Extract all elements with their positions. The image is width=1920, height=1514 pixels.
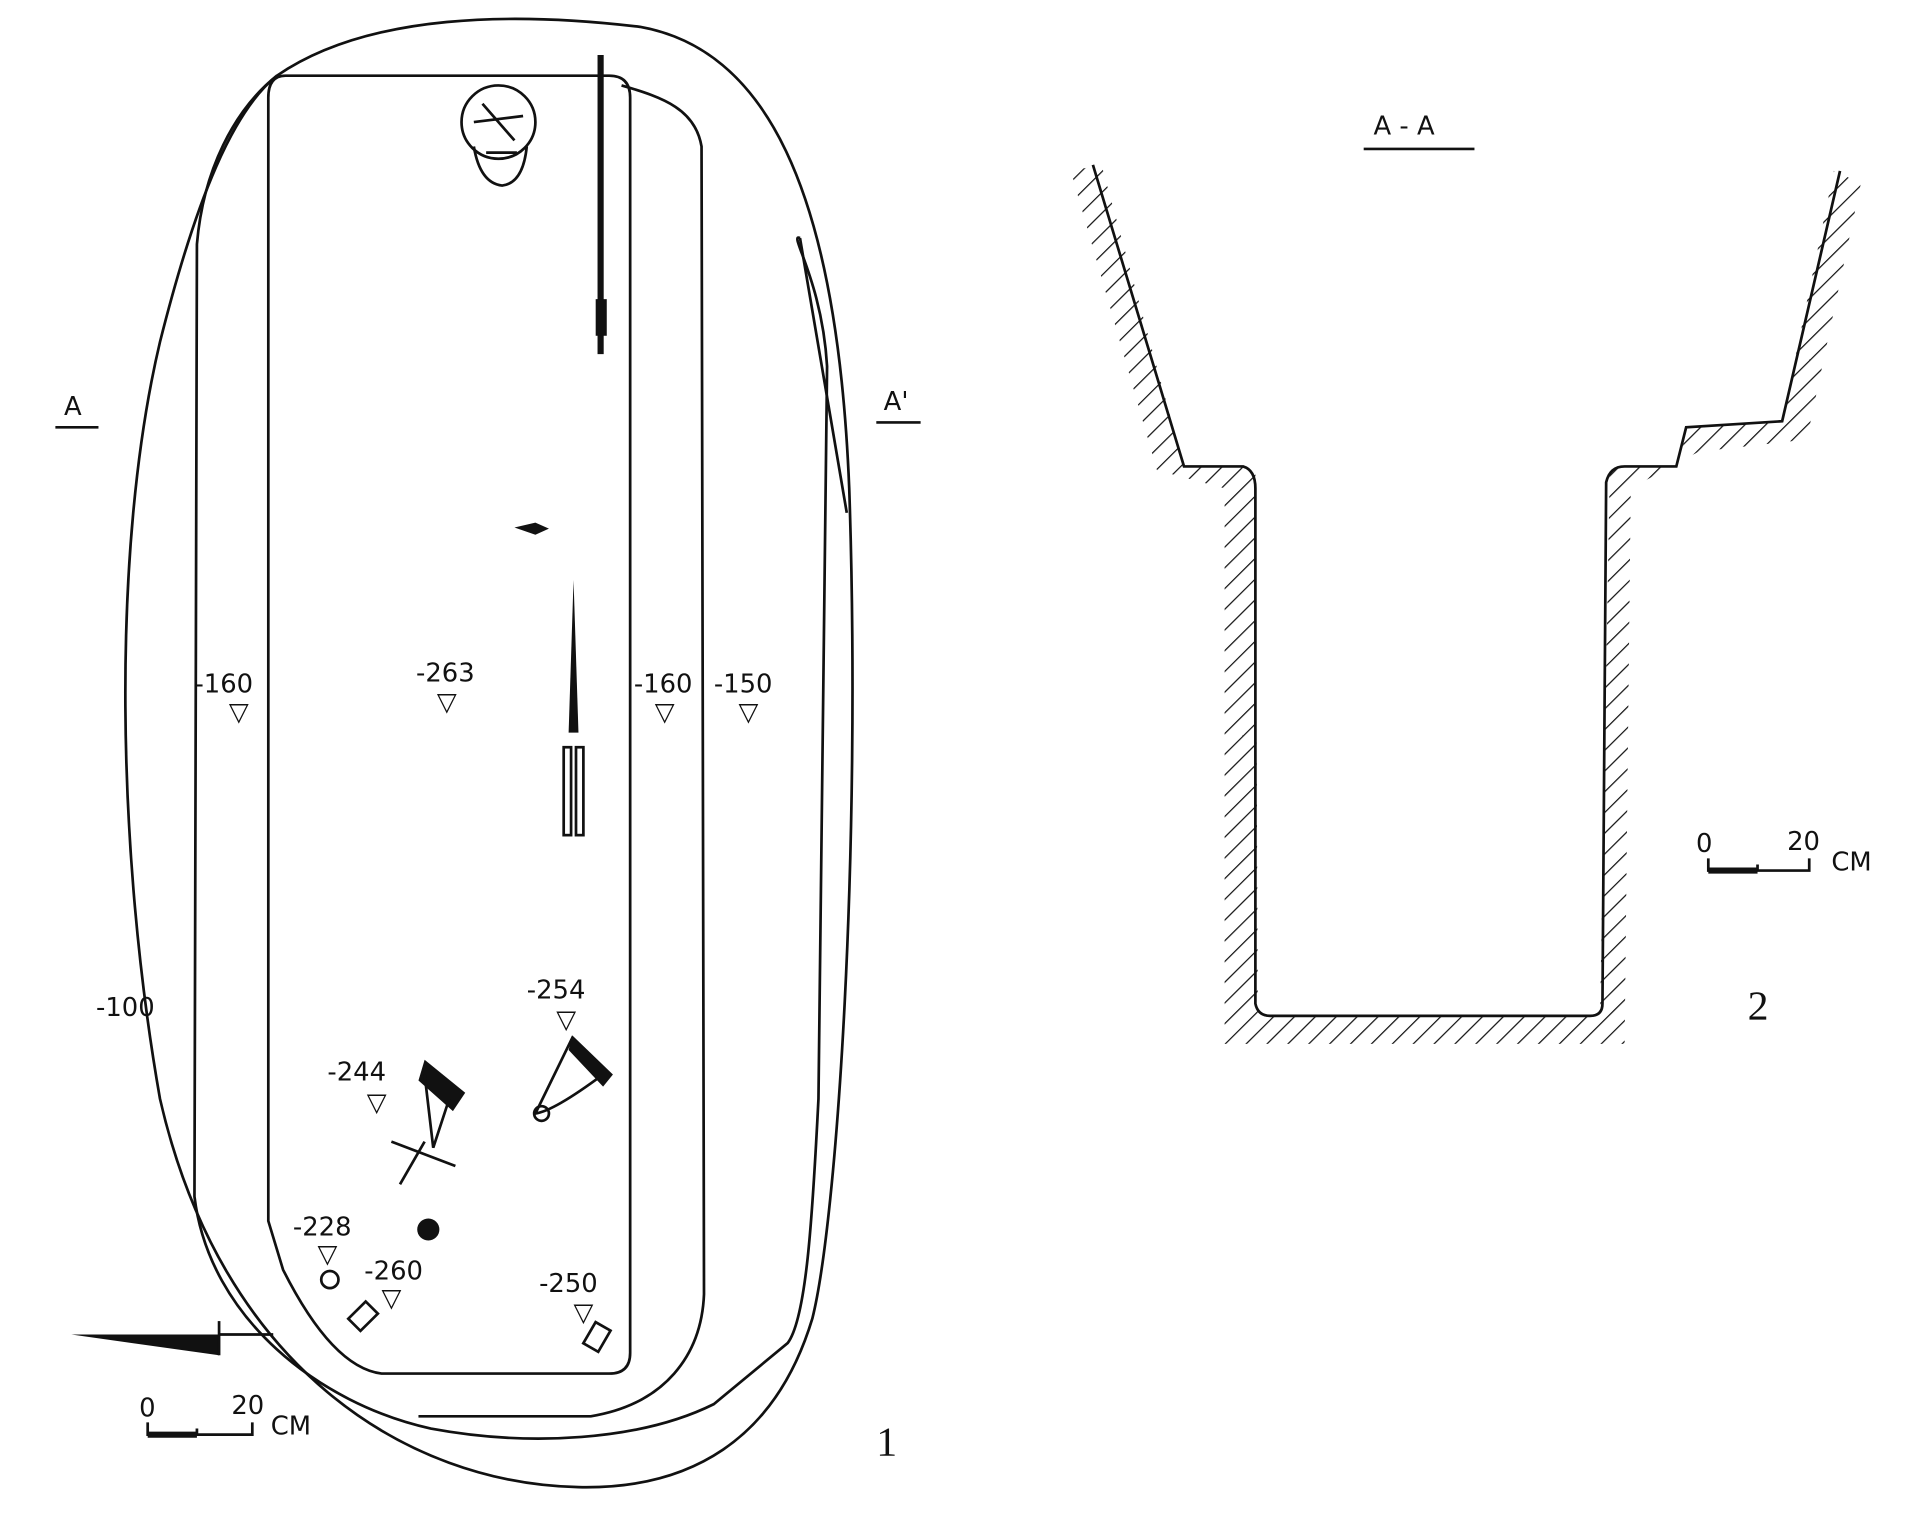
- depth-label: -160: [634, 669, 693, 699]
- figure-number-1: 1: [876, 1420, 897, 1466]
- stirrup-icon-right: [532, 1035, 613, 1123]
- stirrup-icon-left: [390, 1059, 466, 1186]
- scale-bar-2: 0 20 CM: [1696, 827, 1872, 878]
- pit-contour-160: [193, 74, 829, 1440]
- svg-text:▽: ▽: [556, 1005, 576, 1035]
- section-marker-a: A: [64, 392, 82, 422]
- depth-label: -160: [194, 669, 253, 699]
- ring-icon: [319, 1269, 340, 1290]
- svg-text:▽: ▽: [229, 697, 249, 727]
- scale-twenty: 20: [231, 1391, 264, 1421]
- depth-label: -254: [527, 976, 586, 1006]
- svg-text:▽: ▽: [738, 697, 758, 727]
- bead-icon: [417, 1218, 440, 1241]
- depth-label: -100: [96, 993, 155, 1023]
- knife-icon: [562, 745, 585, 837]
- depth-label: -263: [416, 658, 475, 688]
- grave-plan: -160 ▽ -263 ▽ -160 ▽ -150 ▽ -100 -254 ▽ …: [55, 17, 921, 1489]
- depth-label: -250: [539, 1269, 598, 1299]
- grave-chamber-outline: [266, 74, 632, 1375]
- scale-bar-1: 0 20 CM: [139, 1391, 311, 1442]
- pit-contour-150: [418, 84, 706, 1418]
- pit-outline-outer: [124, 17, 854, 1489]
- svg-text:▽: ▽: [655, 697, 675, 727]
- svg-text:▽: ▽: [437, 688, 457, 718]
- section-title: A - A: [1374, 111, 1435, 141]
- figure-number-2: 2: [1748, 984, 1769, 1030]
- grave-section: A - A 0 20 CM 2: [1070, 111, 1872, 1044]
- spearhead-icon: [568, 579, 579, 733]
- north-arrow-icon: [71, 1321, 274, 1356]
- scale-unit: CM: [1831, 848, 1871, 878]
- svg-text:▽: ▽: [318, 1240, 338, 1270]
- depth-label: -260: [364, 1257, 423, 1287]
- buckle-icon-left: [346, 1299, 380, 1333]
- section-hatched-wall: [1070, 164, 1861, 1044]
- depth-label: -244: [327, 1058, 386, 1088]
- buckle-icon-right: [581, 1320, 613, 1354]
- depth-markers: -160 ▽ -263 ▽ -160 ▽ -150 ▽ -100 -254 ▽ …: [96, 658, 772, 1328]
- svg-text:▽: ▽: [574, 1298, 594, 1328]
- scale-zero: 0: [1696, 829, 1712, 859]
- svg-text:▽: ▽: [382, 1284, 402, 1314]
- skull-icon: [460, 84, 537, 187]
- scale-zero: 0: [139, 1393, 155, 1423]
- depth-label: -150: [714, 669, 773, 699]
- scale-unit: CM: [271, 1412, 311, 1442]
- sword-icon: [595, 54, 607, 355]
- section-profile-line: [1091, 164, 1842, 1018]
- svg-text:▽: ▽: [367, 1088, 387, 1118]
- scale-twenty: 20: [1787, 827, 1820, 857]
- depth-label: -228: [293, 1213, 352, 1243]
- arrowhead-icon: [514, 522, 549, 535]
- section-marker-a-prime: A': [884, 387, 909, 417]
